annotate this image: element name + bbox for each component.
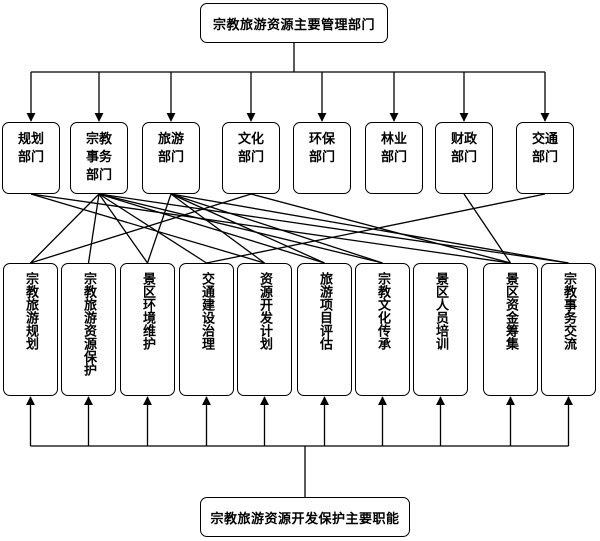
relation-line bbox=[98, 193, 325, 264]
function-box-f4: 交通建设治理 bbox=[179, 263, 234, 396]
department-label-line: 部门 bbox=[531, 150, 558, 165]
relation-line bbox=[146, 193, 172, 264]
department-box-jiaotong: 交通部门 bbox=[516, 122, 574, 194]
function-box-f8: 景区人员培训 bbox=[413, 263, 468, 396]
department-label-line: 环保 bbox=[308, 132, 335, 147]
department-label-line: 部门 bbox=[157, 150, 184, 165]
department-box-caizheng: 财政部门 bbox=[435, 122, 493, 194]
function-label: 资源开发计划 bbox=[257, 272, 272, 350]
function-label: 宗教旅游规划 bbox=[23, 272, 38, 350]
function-box-f2: 宗教旅游资源保护 bbox=[61, 263, 116, 396]
relation-line bbox=[250, 193, 511, 264]
function-box-f1: 宗教旅游规划 bbox=[3, 263, 58, 396]
department-box-wenhua: 文化部门 bbox=[222, 122, 280, 194]
function-box-f3: 景区环境维护 bbox=[120, 263, 175, 396]
department-label-line: 部门 bbox=[85, 168, 112, 183]
department-label-line: 部门 bbox=[237, 150, 264, 165]
connector-lines bbox=[25, 43, 574, 497]
function-box-f7: 宗教文化传承 bbox=[355, 263, 410, 396]
bottom-functions-box: 宗教旅游资源开发保护主要职能 bbox=[200, 497, 410, 537]
function-label: 宗教事务交流 bbox=[561, 272, 576, 350]
department-label-line: 林业 bbox=[380, 132, 407, 147]
department-label-line: 部门 bbox=[17, 150, 44, 165]
function-box-f9: 景区资金筹集 bbox=[483, 263, 538, 396]
bottom-functions-label: 宗教旅游资源开发保护主要职能 bbox=[210, 511, 400, 527]
relation-line bbox=[98, 193, 207, 264]
relation-line bbox=[30, 193, 100, 264]
department-box-linye: 林业部门 bbox=[365, 122, 423, 194]
function-box-f5: 资源开发计划 bbox=[237, 263, 292, 396]
function-label: 宗教文化传承 bbox=[375, 272, 390, 350]
function-label: 景区资金筹集 bbox=[503, 272, 518, 350]
relation-line bbox=[30, 193, 511, 264]
department-label-line: 财政 bbox=[450, 132, 477, 147]
relation-line bbox=[30, 193, 252, 264]
department-label-line: 交通 bbox=[531, 132, 558, 147]
department-box-zongjiao: 宗教事务部门 bbox=[70, 122, 128, 194]
function-label: 景区人员培训 bbox=[433, 272, 448, 350]
department-label-line: 旅游 bbox=[157, 132, 184, 147]
function-box-f6: 旅游项目评估 bbox=[297, 263, 352, 396]
relation-line bbox=[463, 193, 512, 264]
relation-line bbox=[206, 193, 546, 264]
function-label: 旅游项目评估 bbox=[317, 272, 332, 350]
relation-line bbox=[98, 193, 383, 264]
department-label-line: 宗教 bbox=[85, 132, 112, 147]
function-box-f10: 宗教事务交流 bbox=[541, 263, 596, 396]
department-box-guihua: 规划部门 bbox=[2, 122, 60, 194]
department-label-line: 文化 bbox=[237, 132, 264, 147]
department-label-line: 部门 bbox=[380, 150, 407, 165]
relation-line bbox=[98, 193, 569, 264]
department-label-line: 事务 bbox=[85, 150, 112, 165]
department-box-huanbao: 环保部门 bbox=[293, 122, 351, 194]
function-label: 交通建设治理 bbox=[199, 272, 214, 350]
department-label-line: 部门 bbox=[450, 150, 477, 165]
relation-line bbox=[87, 193, 100, 264]
function-label: 景区环境维护 bbox=[140, 272, 155, 350]
top-management-box: 宗教旅游资源主要管理部门 bbox=[200, 3, 388, 43]
relation-line bbox=[170, 193, 265, 264]
function-label: 宗教旅游资源保护 bbox=[81, 272, 96, 376]
relation-line bbox=[170, 193, 325, 264]
relation-line bbox=[170, 193, 383, 264]
department-box-lvyou: 旅游部门 bbox=[142, 122, 200, 194]
relationship-lines bbox=[30, 193, 569, 264]
top-management-label: 宗教旅游资源主要管理部门 bbox=[212, 17, 375, 33]
relation-line bbox=[30, 193, 265, 264]
department-label-line: 规划 bbox=[17, 132, 44, 147]
department-label-line: 部门 bbox=[308, 150, 335, 165]
